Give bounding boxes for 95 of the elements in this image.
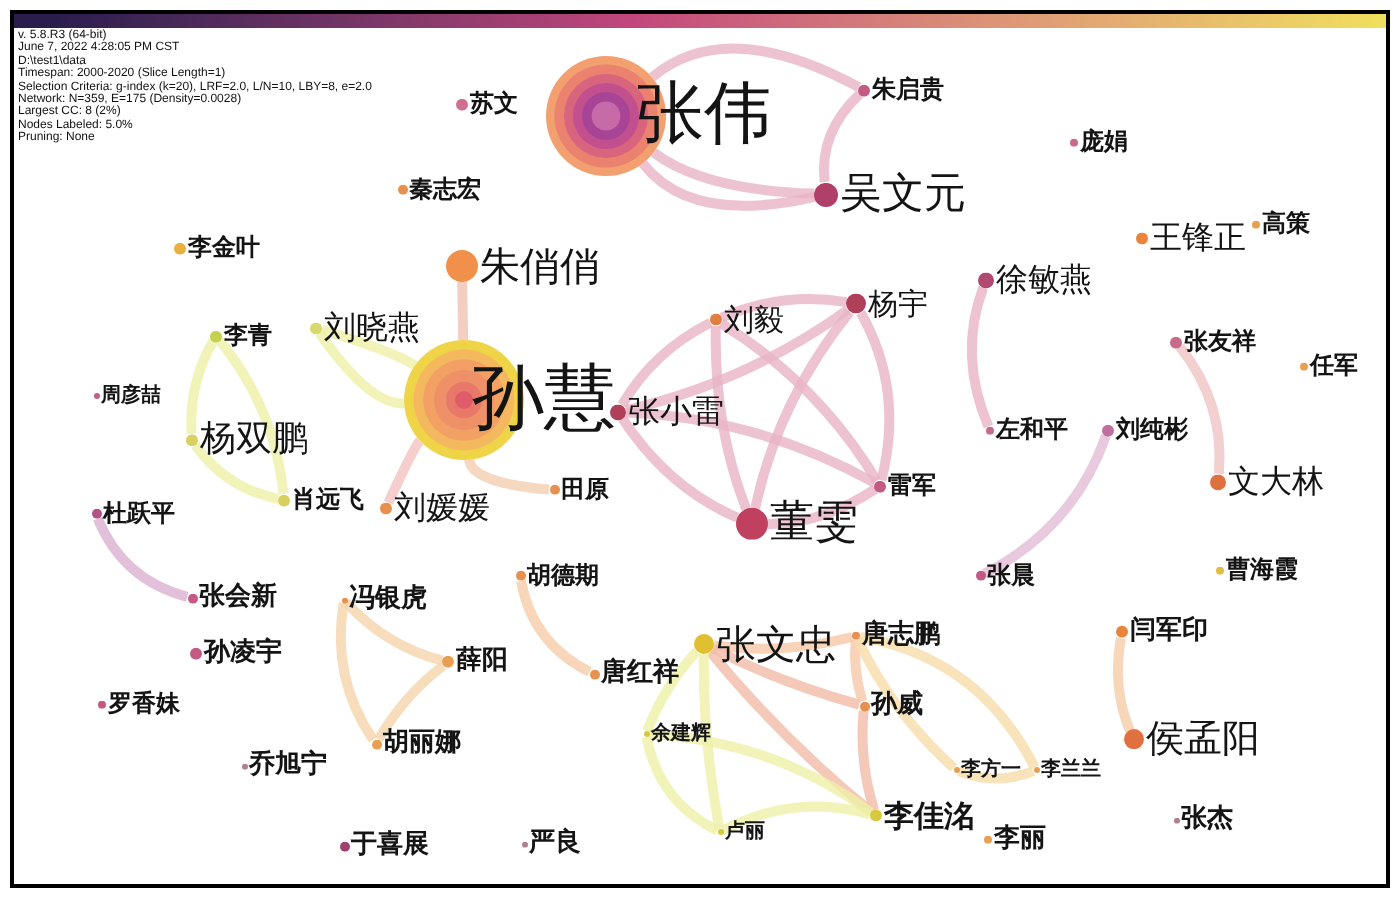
author-name: 杜跃平 <box>103 500 175 528</box>
co-authorship-link <box>648 729 875 817</box>
co-authorship-link <box>713 632 854 654</box>
co-authorship-link <box>1175 343 1225 475</box>
co-authorship-link <box>617 318 713 408</box>
author-name: 罗香妹 <box>108 690 180 718</box>
co-authorship-link <box>1112 637 1135 733</box>
co-authorship-link <box>966 286 994 429</box>
author-name: 苏文 <box>470 90 518 118</box>
author-name: 任军 <box>1310 352 1358 380</box>
author-name: 李青 <box>224 322 272 350</box>
author-name: 庞娟 <box>1080 128 1128 156</box>
author-name: 刘毅 <box>724 303 784 337</box>
author-name: 董雯 <box>770 499 858 549</box>
author-name: 吴文元 <box>840 170 966 218</box>
co-authorship-link <box>649 43 862 92</box>
author-name: 高策 <box>1262 210 1310 238</box>
author-name: 张杰 <box>1181 805 1233 835</box>
author-name: 于喜展 <box>351 831 429 861</box>
author-name: 冯银虎 <box>349 585 427 615</box>
author-name: 秦志宏 <box>409 176 481 204</box>
co-authorship-link <box>767 484 878 529</box>
co-authorship-link <box>315 330 405 409</box>
author-name: 孙凌宇 <box>204 639 282 669</box>
co-authorship-link <box>383 437 424 505</box>
co-authorship-link <box>335 602 378 743</box>
co-authorship-link <box>320 325 418 370</box>
co-authorship-link <box>718 319 882 484</box>
author-name: 乔旭宁 <box>249 751 327 781</box>
author-name: 李金叶 <box>188 234 260 262</box>
co-authorship-link <box>516 579 592 677</box>
co-authorship-link <box>720 801 872 836</box>
author-name: 左和平 <box>996 416 1068 444</box>
co-authorship-link <box>618 415 740 523</box>
co-authorship-link <box>639 160 816 211</box>
author-name: 侯孟阳 <box>1146 719 1260 761</box>
author-name: 刘媛媛 <box>394 490 490 526</box>
author-name: 唐志鹏 <box>862 621 940 651</box>
co-authorship-link <box>464 458 550 495</box>
co-authorship-link <box>819 90 864 183</box>
co-authorship-link <box>650 148 815 199</box>
author-name: 雷军 <box>888 472 936 500</box>
author-name: 杨宇 <box>868 287 928 321</box>
author-name: 田原 <box>561 476 609 504</box>
co-authorship-link <box>642 647 701 734</box>
co-authorship-link <box>853 637 958 772</box>
author-name: 胡德期 <box>527 562 599 590</box>
author-name: 王锋正 <box>1150 220 1246 256</box>
co-authorship-link <box>374 661 447 743</box>
co-authorship-link <box>215 337 289 495</box>
author-name: 朱启贵 <box>872 76 944 104</box>
author-name: 卢丽 <box>725 821 765 843</box>
co-authorship-link <box>641 735 720 835</box>
author-name: 胡丽娜 <box>383 729 461 759</box>
author-name: 张会新 <box>199 583 277 613</box>
author-name: 张晨 <box>987 562 1035 590</box>
co-authorship-link <box>186 338 218 435</box>
co-authorship-link <box>857 710 879 812</box>
co-authorship-link <box>457 281 469 341</box>
co-authorship-link <box>710 644 861 710</box>
author-name: 张友祥 <box>1184 328 1256 356</box>
author-name: 李丽 <box>994 825 1046 855</box>
co-authorship-link <box>710 325 751 511</box>
author-name: 周彦喆 <box>101 385 161 407</box>
co-authorship-link <box>856 310 895 482</box>
author-name: 薛阳 <box>456 647 508 677</box>
co-authorship-link <box>858 631 1039 770</box>
author-name: 杨双鹏 <box>200 420 308 460</box>
author-name: 李佳洺 <box>884 799 974 833</box>
co-authorship-link <box>698 653 725 830</box>
co-authorship-link <box>342 598 444 666</box>
co-authorship-link <box>750 308 854 510</box>
author-name: 文大林 <box>1228 464 1324 500</box>
author-name: 刘纯彬 <box>1116 416 1188 444</box>
author-name: 李方一 <box>961 759 1021 781</box>
co-authorship-link <box>982 433 1111 579</box>
author-name: 肖远飞 <box>292 486 364 514</box>
author-name: 孙威 <box>871 691 923 721</box>
co-authorship-link <box>850 639 868 703</box>
author-name: 闫军印 <box>1130 617 1208 647</box>
co-authorship-link <box>191 442 280 504</box>
author-name: 余建辉 <box>651 723 711 745</box>
author-name: 刘晓燕 <box>324 310 420 346</box>
author-name: 张小雷 <box>628 394 724 430</box>
co-authorship-link <box>93 516 189 602</box>
author-name: 张文忠 <box>716 622 836 666</box>
author-name: 曹海霞 <box>1226 556 1298 584</box>
author-name: 朱俏俏 <box>480 244 600 288</box>
author-name: 李兰兰 <box>1041 759 1101 781</box>
author-name: 严良 <box>529 829 581 859</box>
author-name: 徐敏燕 <box>996 262 1092 298</box>
co-authorship-link <box>957 766 1035 784</box>
co-authorship-link <box>719 293 847 323</box>
co-authorship-link <box>625 407 878 488</box>
author-name: 唐红祥 <box>601 659 679 689</box>
